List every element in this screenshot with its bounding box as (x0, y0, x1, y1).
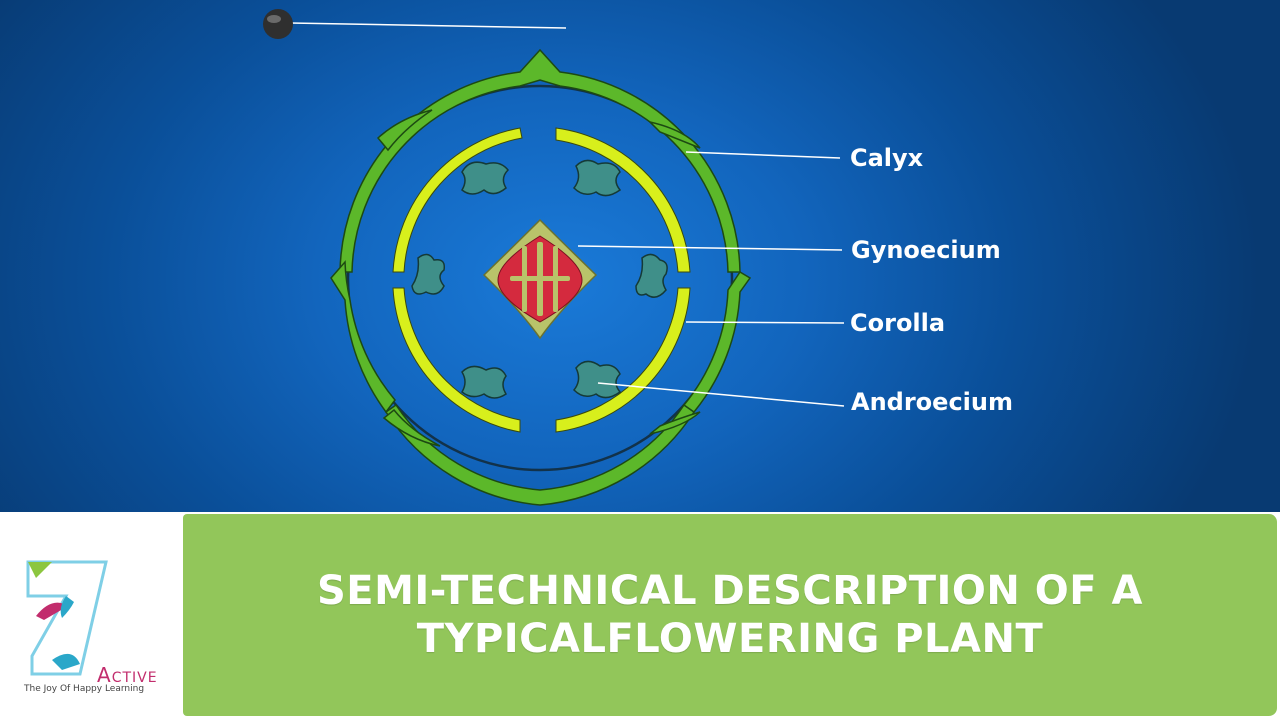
footer-bar: ACTIVE The Joy Of Happy Learning SEMI-TE… (0, 512, 1280, 720)
gynoecium-ovary (482, 218, 598, 340)
brand-logo: ACTIVE The Joy Of Happy Learning (0, 512, 183, 720)
corolla-petals (392, 127, 691, 433)
leader-lines (577, 151, 845, 407)
brand-tagline: The Joy Of Happy Learning (24, 684, 145, 694)
title-panel: SEMI-TECHNICAL DESCRIPTION OF A TYPICALF… (183, 514, 1277, 716)
androecium-stamens (411, 159, 668, 399)
floral-diagram (263, 9, 845, 506)
label-calyx: Calyx (850, 144, 924, 172)
receptacle-ring (346, 84, 734, 472)
mother-axis (263, 9, 567, 39)
seven-logo-icon (26, 560, 108, 676)
page-title: SEMI-TECHNICAL DESCRIPTION OF A TYPICALF… (316, 568, 1144, 662)
brand-name: ACTIVE (97, 663, 158, 687)
calyx-sepals (330, 48, 752, 506)
label-gynoecium: Gynoecium (851, 236, 1001, 264)
label-androecium: Androecium (851, 388, 1013, 416)
label-corolla: Corolla (850, 309, 946, 337)
